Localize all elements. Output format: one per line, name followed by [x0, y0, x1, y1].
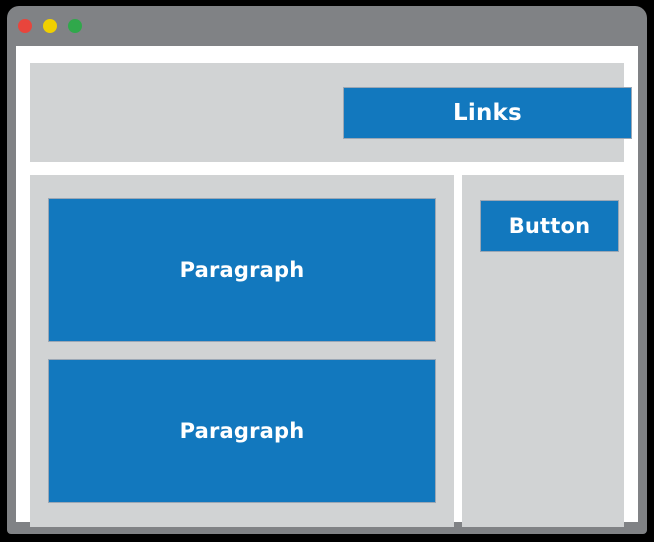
- page-viewport: Links Paragraph Paragraph Button: [16, 46, 638, 527]
- links-block[interactable]: Links: [343, 87, 632, 139]
- sidebar-column: Button: [462, 175, 624, 527]
- paragraph-block[interactable]: Paragraph: [48, 198, 436, 342]
- header-panel: Links: [30, 63, 632, 162]
- maximize-icon[interactable]: [68, 19, 82, 33]
- paragraph-block[interactable]: Paragraph: [48, 359, 436, 503]
- button-block[interactable]: Button: [480, 200, 619, 252]
- browser-window: Links Paragraph Paragraph Button: [7, 6, 647, 534]
- window-titlebar[interactable]: [7, 6, 647, 46]
- minimize-icon[interactable]: [43, 19, 57, 33]
- main-content-column: Paragraph Paragraph: [30, 175, 454, 527]
- close-icon[interactable]: [18, 19, 32, 33]
